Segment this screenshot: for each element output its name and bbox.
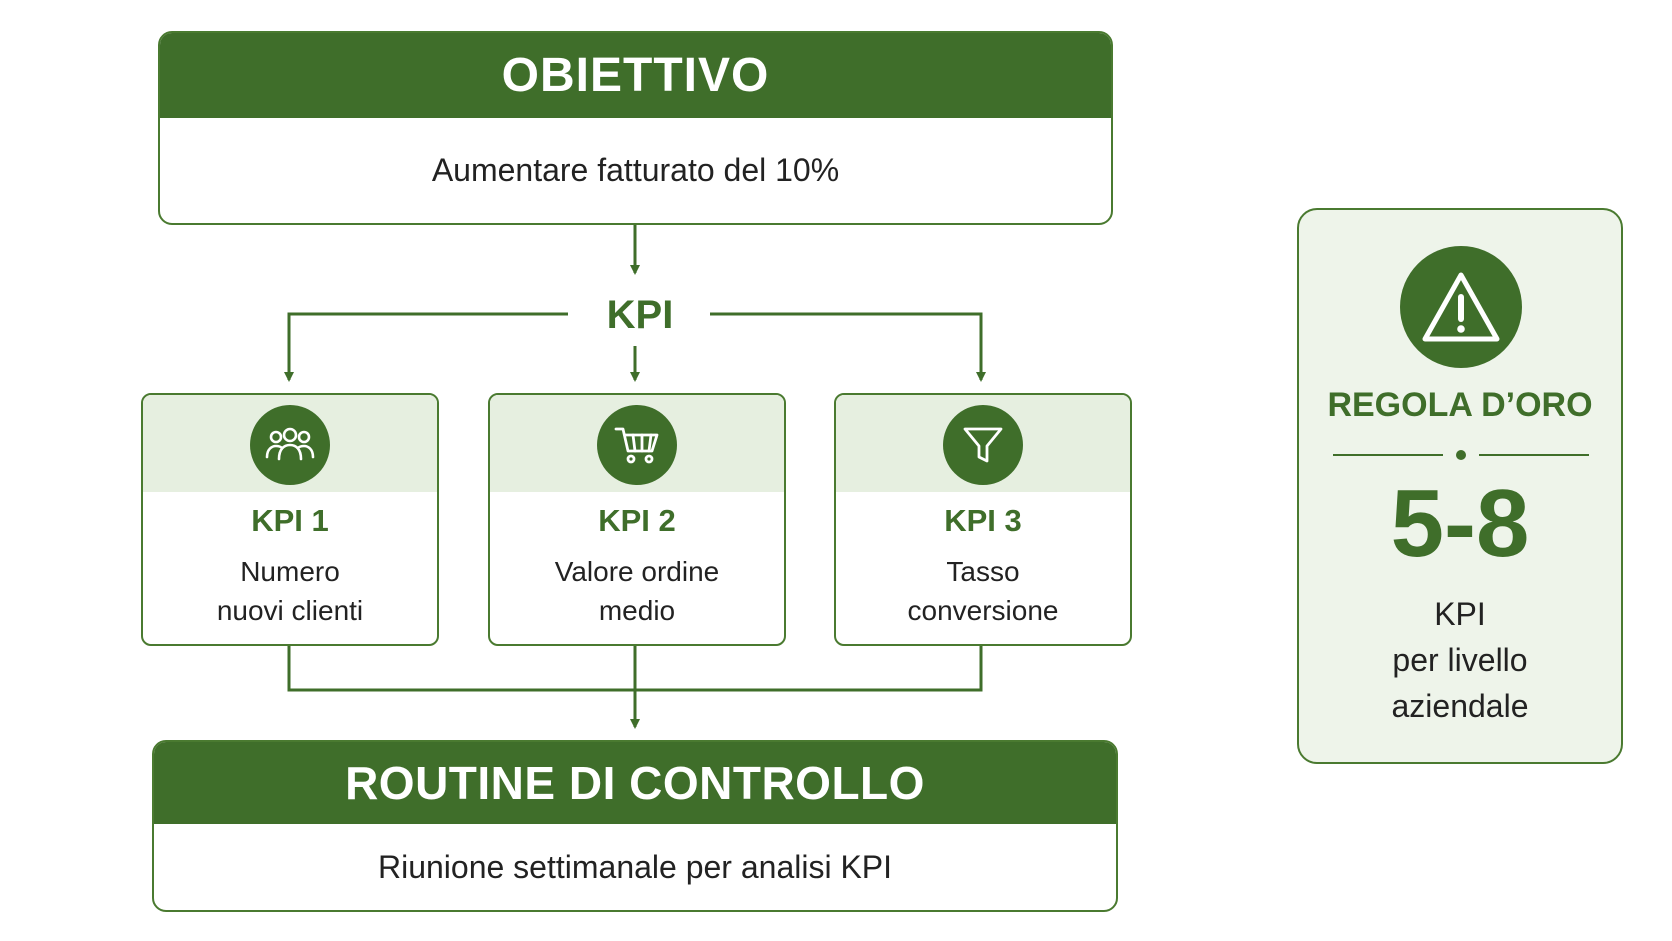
goal-text: Aumentare fatturato del 10% [431,152,840,188]
kpi-description: Numero nuovi clienti [153,552,427,630]
kpi-card-3: KPI 3 Tasso conversione [834,393,1132,646]
goal-header: OBIETTIVO [160,33,1111,118]
kpi-description: Valore ordine medio [500,552,774,630]
kpi-description-line: Valore ordine [554,556,720,587]
rule-caption-line: aziendale [1391,688,1529,724]
kpi-description: Tasso conversione [846,552,1120,630]
rule-caption-line: per livello [1392,642,1528,678]
routine-header: ROUTINE DI CONTROLLO [154,742,1116,824]
golden-rule-panel: REGOLA D’ORO 5-8 KPI per livello azienda… [1297,208,1623,764]
routine-text: Riunione settimanale per analisi KPI [377,848,893,885]
kpi-card-2: KPI 2 Valore ordine medio [488,393,786,646]
kpi-card-1: KPI 1 Numero nuovi clienti [141,393,439,646]
routine-box: ROUTINE DI CONTROLLO Riunione settimanal… [152,740,1118,912]
kpi-description-line: nuovi clienti [216,595,364,626]
kpi-title: KPI 2 [598,503,676,538]
kpi-description-line: medio [598,595,676,626]
shopping-cart-icon [597,405,677,485]
kpi-description-line: Numero [240,556,340,587]
rule-caption-line: KPI [1434,596,1486,632]
kpi-title: KPI 3 [944,503,1022,538]
rule-title: REGOLA D’ORO [1327,386,1593,424]
kpi-branch-left [284,312,568,382]
rule-divider [1333,450,1589,460]
kpi-description-line: Tasso [946,556,1020,587]
rule-caption: KPI per livello aziendale [1299,591,1621,729]
rule-range: 5-8 [1390,470,1530,577]
kpi-label: KPI [570,287,710,343]
funnel-icon [943,405,1023,485]
kpi-description-line: conversione [907,595,1059,626]
kpi-branch-right [702,312,986,382]
goal-box: OBIETTIVO Aumentare fatturato del 10% [158,31,1113,225]
warning-icon [1400,246,1522,368]
kpi-title: KPI 1 [251,503,329,538]
people-icon [250,405,330,485]
